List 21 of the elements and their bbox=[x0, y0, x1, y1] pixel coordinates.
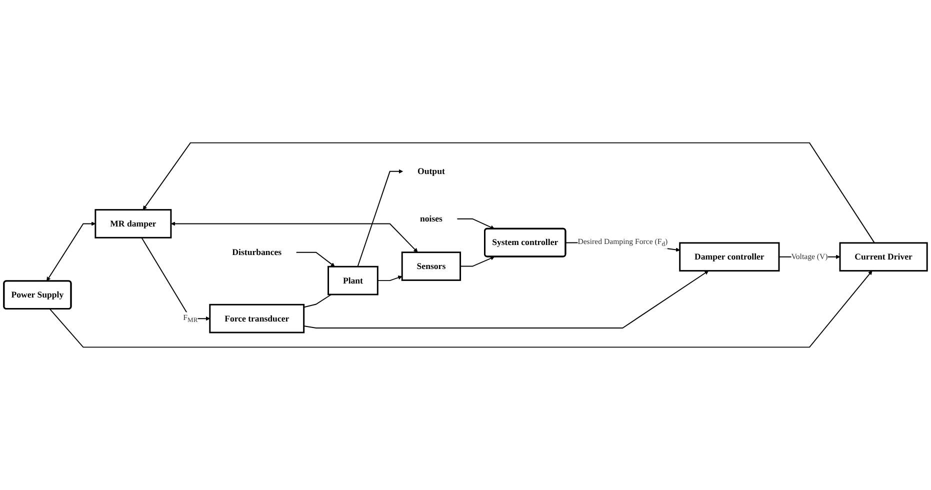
arrow bbox=[141, 237, 210, 321]
arrow bbox=[49, 270, 872, 348]
node-text: Disturbances bbox=[232, 247, 282, 257]
arrow bbox=[456, 218, 495, 230]
node-box: Sensors bbox=[401, 252, 462, 281]
node-box: Force transducer bbox=[209, 304, 305, 334]
node-text: noises bbox=[420, 214, 442, 224]
node-box: Plant bbox=[328, 266, 378, 296]
node-box: Damper controller bbox=[679, 242, 780, 272]
arrow bbox=[296, 252, 335, 267]
node-text: Output bbox=[418, 166, 445, 176]
arrow bbox=[460, 256, 495, 267]
node-box: Current Driver bbox=[839, 242, 928, 272]
connector bbox=[303, 294, 332, 308]
arrow bbox=[170, 222, 418, 253]
arrow bbox=[46, 222, 96, 282]
arrow bbox=[303, 270, 709, 328]
arrow bbox=[357, 169, 404, 268]
node-box: MR damper bbox=[94, 209, 172, 238]
arrow bbox=[142, 142, 875, 244]
arrow bbox=[377, 276, 402, 282]
